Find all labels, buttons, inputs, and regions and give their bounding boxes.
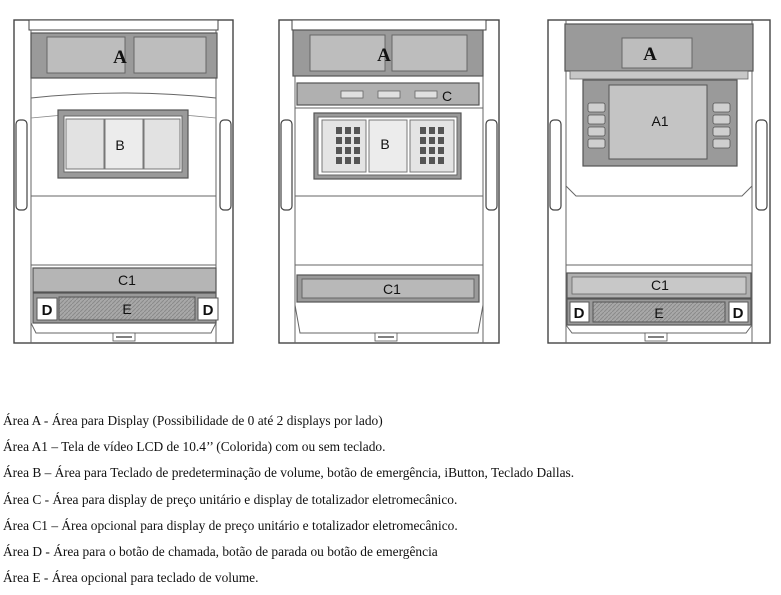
area-a-label: A [643, 44, 657, 65]
keypad-key [429, 147, 435, 154]
area-a-label: A [377, 45, 391, 66]
keypad-key [336, 157, 342, 164]
dispenser-diagram: A B C1 D E D [13, 19, 771, 344]
dispenser-unit-3: A A1 C1 D E D [547, 19, 771, 344]
dispenser-unit-2: A C B C1 [278, 19, 500, 344]
area-d-left-label: D [574, 305, 585, 322]
area-c-panel [296, 82, 480, 106]
area-e-label: E [654, 305, 663, 321]
lcd-side-key [587, 138, 606, 149]
lcd-side-keys [587, 102, 731, 149]
area-e-panel [592, 301, 726, 323]
area-b-panel [313, 112, 462, 180]
area-e-label: E [122, 301, 131, 317]
keypad-key [438, 157, 444, 164]
area-b-panel [57, 109, 189, 179]
keypad-key [345, 127, 351, 134]
legend-area-a: Área A - Área para Display (Possibilidad… [3, 413, 383, 428]
keypad-key [420, 157, 426, 164]
area-c1-label: C1 [118, 272, 136, 288]
legend: Área A - Área para Display (Possibilidad… [3, 412, 778, 595]
lcd-side-key [587, 126, 606, 137]
keypad-key [345, 147, 351, 154]
keypad-key [345, 137, 351, 144]
keypad-key [420, 137, 426, 144]
legend-area-e: Área E - Área opcional para teclado de v… [3, 570, 259, 586]
area-d-left [36, 297, 58, 321]
area-c1-label: C1 [383, 281, 401, 297]
keypad-key [345, 157, 351, 164]
legend-area-d: Área D - Área para o botão de chamada, b… [3, 543, 438, 559]
legend-area-c: Área C - Área para display de preço unit… [3, 491, 458, 507]
area-a-panel [564, 23, 754, 80]
keypad-key [429, 127, 435, 134]
keypad-key [354, 137, 360, 144]
dispenser-unit-1: A B C1 D E D [13, 19, 234, 344]
keypad-key [336, 127, 342, 134]
keypad-left [336, 127, 360, 164]
area-e-panel [58, 296, 196, 321]
lcd-side-key [587, 102, 606, 113]
area-d-right [197, 297, 219, 321]
area-c-label: C [442, 88, 452, 104]
keypad-key [420, 147, 426, 154]
area-d-right-label: D [733, 305, 744, 322]
keypad-key [420, 127, 426, 134]
keypad-key [354, 127, 360, 134]
lcd-side-key [712, 126, 731, 137]
lcd-side-key [712, 102, 731, 113]
area-c1-label: C1 [651, 277, 669, 293]
keypad-key [336, 137, 342, 144]
keypad-key [438, 137, 444, 144]
keypad-key [354, 157, 360, 164]
area-a-panel [30, 32, 218, 79]
area-d-right-label: D [203, 302, 214, 319]
keypad-key [429, 137, 435, 144]
lcd-side-key [712, 138, 731, 149]
legend-area-b: Área B – Área para Teclado de predetermi… [3, 465, 575, 481]
area-c1-panel [296, 274, 480, 303]
area-b-label: B [380, 136, 389, 152]
area-b-label: B [115, 137, 124, 153]
keypad-key [438, 127, 444, 134]
area-c1-panel [566, 272, 752, 299]
keypad-key [438, 147, 444, 154]
area-a-panel [292, 29, 484, 77]
area-a1-lcd [582, 79, 738, 167]
keypad-key [336, 147, 342, 154]
area-c1-panel [32, 267, 217, 293]
keypad-key [354, 147, 360, 154]
keypad-key [429, 157, 435, 164]
legend-area-a1: Área A1 – Tela de vídeo LCD de 10.4’’ (C… [3, 439, 386, 455]
area-d-right [728, 301, 749, 323]
area-a-label: A [113, 47, 127, 68]
lcd-side-key [587, 114, 606, 125]
area-d-left [569, 301, 590, 323]
lcd-side-key [712, 114, 731, 125]
legend-area-c1: Área C1 – Área opcional para display de … [3, 517, 458, 533]
keypad-right [420, 127, 444, 164]
area-d-left-label: D [42, 302, 53, 319]
area-a1-label: A1 [651, 113, 668, 129]
